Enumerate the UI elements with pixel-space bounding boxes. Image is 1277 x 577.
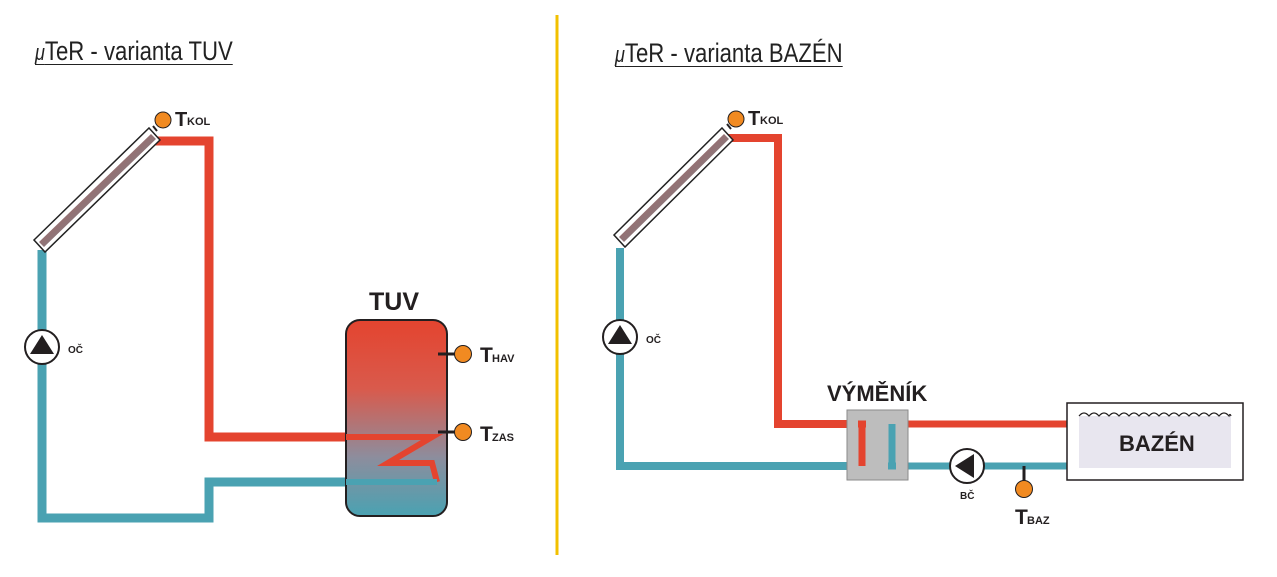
solar-collector-right (612, 126, 735, 249)
cold-pipe-left (37, 250, 437, 523)
svg-text:T: T (480, 344, 493, 367)
svg-text:KOL: KOL (187, 116, 211, 128)
pool-label: BAZÉN (1119, 431, 1195, 456)
title-tuv-text: TeR - varianta TUV (44, 36, 233, 66)
pump-oc-left-label: OČ (68, 343, 83, 356)
pool (1066, 402, 1244, 481)
pump-oc-left (24, 329, 60, 365)
svg-text:T: T (748, 108, 760, 130)
sensor-zas-left (438, 423, 472, 441)
solar-collector-left (32, 126, 162, 254)
svg-text:ZAS: ZAS (492, 432, 514, 444)
hot-pipe-right (728, 134, 868, 428)
svg-text:T: T (480, 423, 493, 446)
sensor-kol-right-label: T KOL (748, 108, 784, 130)
pump-bc-label: BČ (960, 489, 974, 502)
title-bazen: μTeR - varianta BAZÉN (615, 38, 843, 69)
pump-bc (949, 448, 985, 484)
heat-exchanger (846, 409, 909, 481)
title-bazen-mu: μ (615, 42, 625, 67)
title-tuv: μTeR - varianta TUV (35, 36, 233, 67)
svg-text:KOL: KOL (760, 115, 784, 127)
sensor-kol-left-label: T KOL (175, 109, 211, 131)
pump-oc-right (602, 319, 638, 355)
sensor-kol-right (726, 110, 745, 130)
hot-pipe-left (154, 136, 437, 442)
svg-text:BAZ: BAZ (1027, 515, 1050, 527)
sensor-baz (1015, 466, 1033, 498)
sensor-baz-label: T BAZ (1015, 506, 1050, 529)
exchanger-label: VÝMĚNÍK (827, 381, 927, 406)
pump-oc-right-label: OČ (646, 333, 661, 346)
title-tuv-mu: μ (35, 40, 45, 65)
svg-text:HAV: HAV (492, 353, 515, 365)
svg-text:T: T (1015, 506, 1028, 529)
tuv-tank (345, 319, 448, 517)
tank-label: TUV (369, 288, 419, 316)
svg-text:T: T (175, 109, 187, 131)
sensor-zas-left-label: T ZAS (480, 423, 514, 446)
sensor-hav-left-label: T HAV (480, 344, 515, 367)
sensor-hav-left (438, 345, 472, 363)
sensor-kol-left (152, 111, 172, 132)
title-bazen-text: TeR - varianta BAZÉN (624, 38, 843, 68)
tank-coil (346, 434, 443, 483)
left-diagram: TUV OČ T KOL T HAV T ZAS (24, 109, 515, 523)
right-diagram: VÝMĚNÍK BAZÉN OČ BČ T KOL T BAZ (602, 108, 1244, 529)
cold-pipe-right (616, 248, 868, 470)
